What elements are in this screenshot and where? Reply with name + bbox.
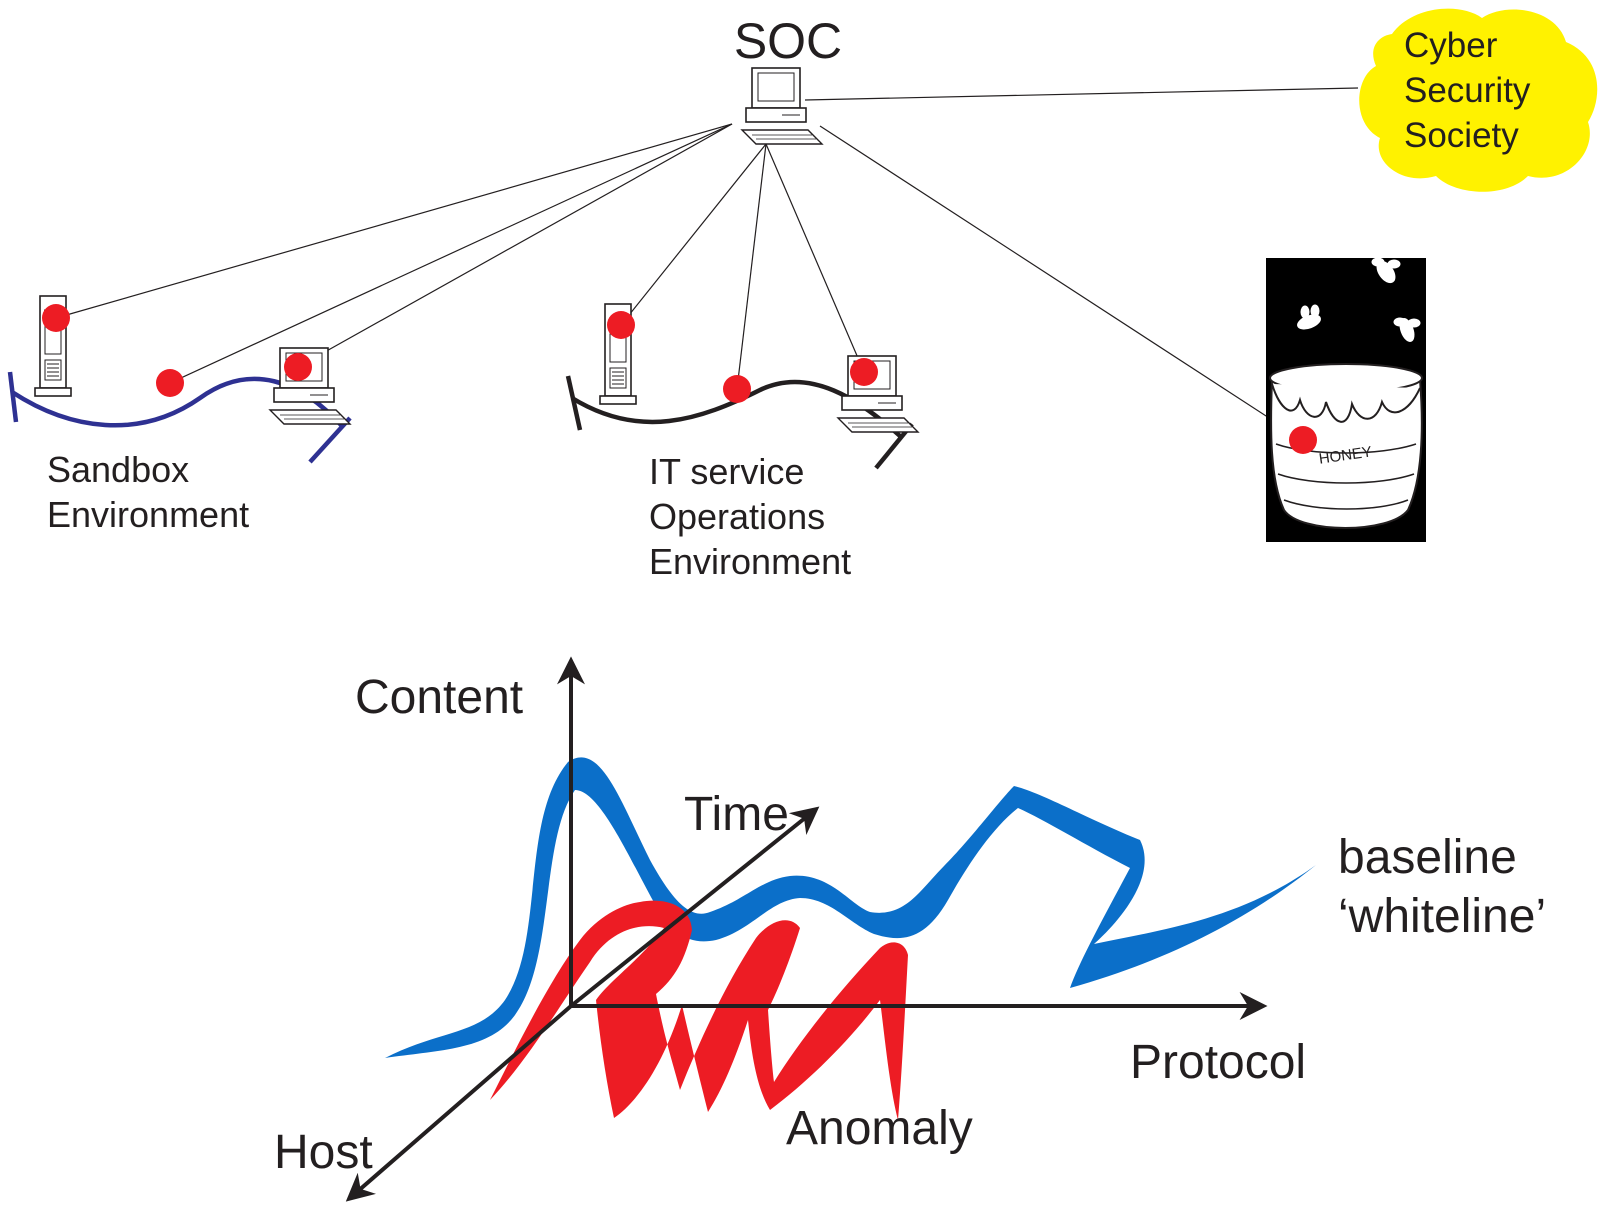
society-line-2: Security	[1404, 71, 1531, 110]
anomaly-label: Anomaly	[786, 1102, 973, 1155]
svg-text:IT service Operations: IT service Operations Environment	[649, 451, 851, 582]
society-cloud: Cyber Security Society	[1359, 8, 1598, 192]
sandbox-wire-sensor	[156, 369, 184, 397]
soc-label: SOC	[734, 13, 842, 69]
sandbox-label-line-1: Sandbox	[47, 449, 189, 490]
it-wire-sensor	[723, 375, 751, 403]
svg-text:Sandbox Environment: Sandbox Environment	[47, 449, 249, 535]
bee-icon	[1297, 304, 1321, 330]
sandbox-server-sensor	[42, 304, 70, 332]
it-workstation-icon	[837, 355, 919, 433]
it-server-sensor	[607, 311, 635, 339]
time-axis-label: Time	[684, 788, 789, 841]
sandbox-workstation-sensor	[284, 353, 312, 381]
network-links	[55, 87, 1359, 441]
link-soc-sandbox-pc	[297, 123, 733, 368]
svg-text:Cyber Security Soc: Cyber Security Society	[1404, 26, 1540, 155]
society-line-1: Cyber	[1404, 26, 1498, 65]
it-workstation-sensor	[850, 358, 878, 386]
it-label-line-3: Environment	[649, 541, 851, 582]
anomaly-ribbon	[490, 900, 908, 1120]
protocol-axis-label: Protocol	[1130, 1036, 1306, 1089]
baseline-ribbon	[385, 757, 1316, 1058]
link-soc-sandbox-tower	[55, 123, 733, 319]
sandbox-label-line-2: Environment	[47, 494, 249, 535]
link-soc-society	[804, 87, 1359, 101]
soc-hub: SOC	[734, 13, 842, 145]
honey-pot-icon	[1269, 363, 1423, 529]
society-line-3: Society	[1404, 116, 1519, 155]
content-axis-label: Content	[355, 671, 523, 724]
traffic-chart: Content Time Protocol Host baseline ‘whi…	[274, 656, 1546, 1202]
honeypot: HONEY	[1266, 257, 1426, 542]
bee-icons	[1297, 257, 1421, 342]
host-axis	[345, 1004, 573, 1202]
cloud-shape	[1359, 8, 1598, 192]
it-label-line-1: IT service	[649, 451, 804, 492]
baseline-label-line-2: ‘whiteline’	[1338, 890, 1546, 943]
chart-axes	[345, 656, 1268, 1202]
bee-icon	[1393, 317, 1421, 342]
sandbox-workstation-icon	[269, 347, 351, 425]
svg-text:baseline ‘whiteline’: baseline ‘whiteline’	[1338, 831, 1546, 943]
link-soc-it-wire	[736, 143, 767, 390]
it-wire-end-left	[565, 375, 583, 431]
link-soc-it-tower	[620, 143, 767, 326]
soc-computer-icon	[741, 67, 823, 145]
time-axis	[569, 806, 820, 1008]
bee-icon	[1371, 257, 1401, 284]
host-axis-label: Host	[274, 1126, 373, 1179]
link-soc-honeypot	[819, 125, 1304, 441]
baseline-label-line-1: baseline	[1338, 831, 1517, 884]
link-soc-it-pc	[765, 143, 865, 373]
link-soc-sandbox-wire	[169, 123, 733, 384]
sandbox-wire-end-left	[7, 371, 19, 423]
it-operations-environment: IT service Operations Environment	[565, 303, 919, 582]
sandbox-environment: Sandbox Environment	[7, 295, 352, 535]
sandbox-wire-end-right	[308, 416, 352, 464]
it-label-line-2: Operations	[649, 496, 825, 537]
honeypot-sensor	[1289, 426, 1317, 454]
